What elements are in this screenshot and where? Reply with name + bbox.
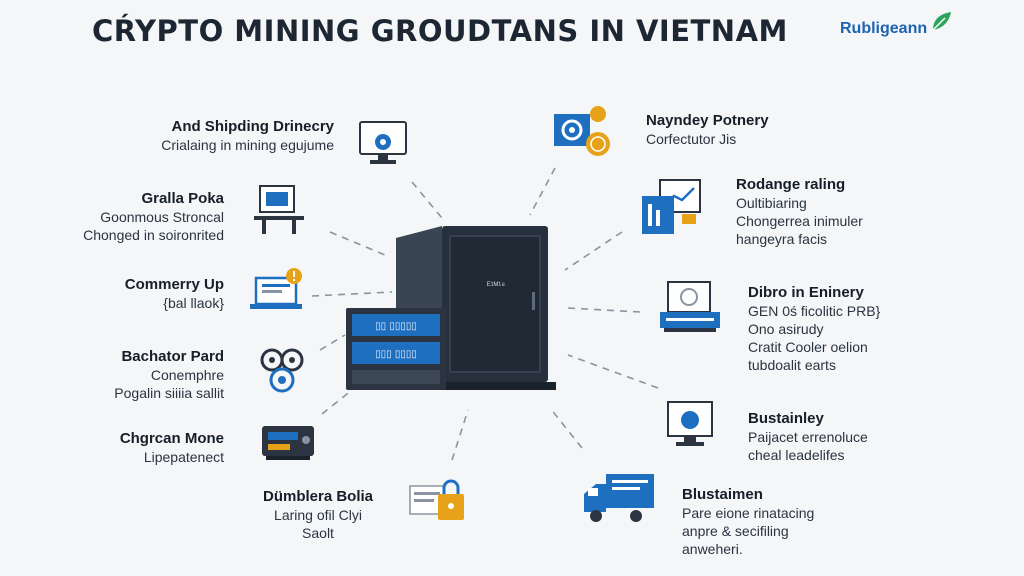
node-line: Ono asirudy <box>748 321 824 337</box>
node-title: And Shipding Drinecry <box>171 118 334 135</box>
connector-line <box>567 354 659 389</box>
node-line: Corfectutor Jis <box>646 131 737 147</box>
brand-logo: Rubligeann <box>840 12 953 38</box>
gear-coin-icon <box>554 106 610 156</box>
node-line: Chonged in soironrited <box>83 227 224 243</box>
node-line: Paijacet errenoluce <box>748 429 868 445</box>
node-line: GEN 0ś ficolitic PRB} <box>748 303 881 319</box>
connector-line <box>451 409 469 461</box>
node-title: Bustainley <box>748 410 824 427</box>
node-line: Laring ofil Clyi <box>274 507 362 523</box>
panel-row-1: ▯▯ ▯▯▯▯▯ <box>375 321 417 332</box>
node-line: Lipepatenect <box>143 449 224 465</box>
node-title: Commerry Up <box>124 276 224 293</box>
connector-line <box>319 334 346 351</box>
left-node-0-label: And Shipding Drinecry Crialaing in minin… <box>161 118 334 154</box>
node-title: Chgrcan Mone <box>119 430 224 447</box>
node-line: Pogalin siiiia sallit <box>114 385 224 401</box>
gears-cluster-icon <box>260 348 304 393</box>
document-lock-icon <box>409 479 464 520</box>
node-title: Gralla Poka <box>141 190 224 207</box>
node-line: hangeyra facis <box>736 231 828 247</box>
tower-label: ᴱ¹ᴹ¹⁸ <box>487 280 505 290</box>
connector-line <box>321 389 353 415</box>
left-node-1-label: Gralla Poka Goonmous Stroncal Chonged in… <box>83 190 224 244</box>
right-node-2-label: Dibro in Eninery GEN 0ś ficolitic PRB} O… <box>748 284 880 374</box>
node-line: Chongerrea inimuler <box>736 213 863 229</box>
left-node-4-label: Chgrcan Mone Lipepatenect <box>120 430 224 466</box>
right-node-3-label: Bustainley Paijacet errenoluce cheal lea… <box>748 410 868 464</box>
chart-panel-icon <box>642 179 701 234</box>
asic-miner-icon <box>660 281 720 332</box>
node-line: anweheri. <box>682 541 743 557</box>
node-line: tubdoalit earts <box>748 357 836 373</box>
connector-line <box>564 231 623 271</box>
page-title: CŔYPTO MINING GROUDTANS IN VIETNAM <box>92 14 788 48</box>
monitor-sustain-icon <box>667 401 713 446</box>
connector-line <box>549 407 583 449</box>
node-line: Cratit Cooler oelion <box>748 339 868 355</box>
node-title: Nayndey Potnery <box>646 112 769 129</box>
node-line: Pare eione rinatacing <box>682 505 815 521</box>
node-title: Dibro in Eninery <box>748 284 864 301</box>
connector-line <box>411 181 443 219</box>
left-node-5-label: Dümblera Bolia Laring ofil Clyi Saolt <box>248 488 388 542</box>
node-line: Conemphre <box>150 367 224 383</box>
connector-line <box>567 307 641 313</box>
right-node-0-label: Nayndey Potnery Corfectutor Jis <box>646 112 769 148</box>
node-title: Rodange raling <box>736 176 846 193</box>
brand-name: Rubligeann <box>840 20 928 37</box>
node-line: {bal llaok} <box>163 295 224 311</box>
mining-server-tower: ᴱ¹ᴹ¹⁸ ▯▯ ▯▯▯▯▯ ▯▯▯ ▯▯▯▯ <box>346 226 556 390</box>
left-node-3-label: Bachator Pard Conemphre Pogalin siiiia s… <box>114 348 224 402</box>
right-node-1-label: Rodange raling Oultibiaring Chongerrea i… <box>736 176 863 248</box>
monitor-gear-icon <box>359 121 407 164</box>
connector-line <box>529 167 556 216</box>
node-title: Blustaimen <box>682 486 763 503</box>
connector-line <box>311 291 393 297</box>
node-line: Oultibiaring <box>736 195 807 211</box>
node-line: cheal leadelifes <box>748 447 845 463</box>
leaf-icon <box>932 12 952 31</box>
right-node-4-label: Blustaimen Pare eione rinatacing anpre &… <box>682 486 814 558</box>
mining-rig-icon <box>262 426 314 460</box>
laptop-alert-icon <box>250 268 302 309</box>
left-node-2-label: Commerry Up {bal llaok} <box>125 276 224 312</box>
node-title: Dümblera Bolia <box>262 488 374 505</box>
node-line: Goonmous Stroncal <box>100 209 224 225</box>
panel-row-2: ▯▯▯ ▯▯▯▯ <box>375 349 417 360</box>
node-line: Crialaing in mining egujume <box>161 137 334 153</box>
desk-workstation-icon <box>254 185 304 234</box>
delivery-truck-icon <box>584 474 654 522</box>
node-line: Saolt <box>302 525 334 541</box>
node-title: Bachator Pard <box>121 348 224 365</box>
connector-line <box>329 231 386 256</box>
node-line: anpre & secifiling <box>682 523 789 539</box>
